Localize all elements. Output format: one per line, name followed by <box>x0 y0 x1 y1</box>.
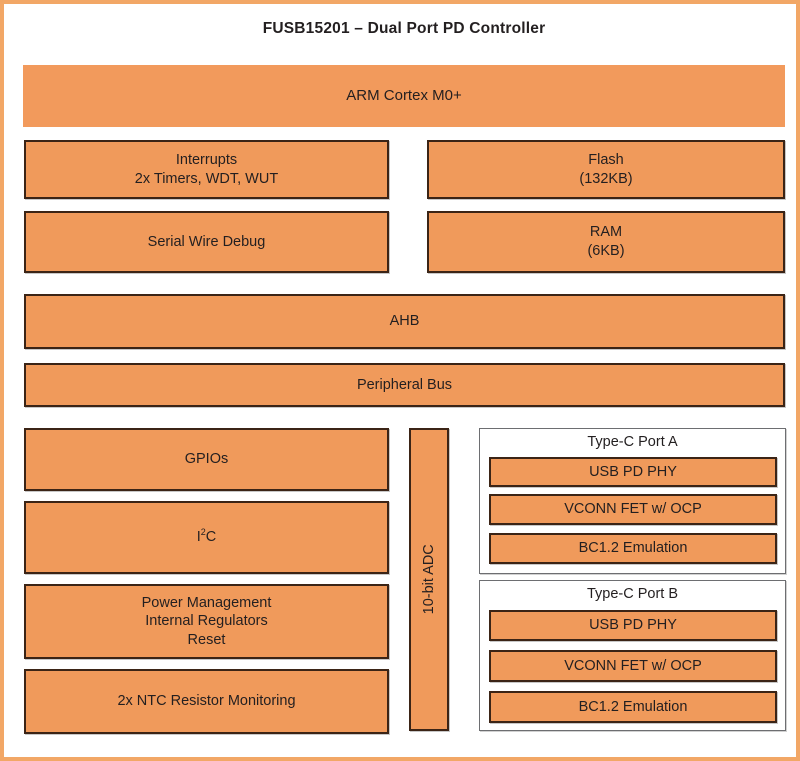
block-port-a-bc12-emulation: BC1.2 Emulation <box>489 533 777 564</box>
group-type-c-port-b: Type-C Port B USB PD PHY VCONN FET w/ OC… <box>479 580 786 731</box>
group-title: Type-C Port B <box>586 586 679 602</box>
block-label: 10-bit ADC <box>420 544 437 615</box>
block-label: Serial Wire Debug <box>147 233 266 250</box>
block-port-a-usb-pd-phy: USB PD PHY <box>489 457 777 487</box>
block-i2c: I2C <box>24 501 389 574</box>
group-title: Type-C Port A <box>587 434 678 450</box>
block-power-management: Power Management Internal Regulators Res… <box>24 584 389 659</box>
block-label: USB PD PHY <box>589 617 677 634</box>
block-label: 2x NTC Resistor Monitoring <box>117 693 296 710</box>
block-label: I2C <box>196 527 217 546</box>
diagram-title: FUSB15201 – Dual Port PD Controller <box>262 20 546 37</box>
block-label: Interrupts 2x Timers, WDT, WUT <box>134 151 279 187</box>
block-ram: RAM (6KB) <box>427 211 785 273</box>
block-ntc-resistor-monitoring: 2x NTC Resistor Monitoring <box>24 669 389 734</box>
block-gpios: GPIOs <box>24 428 389 491</box>
block-serial-wire-debug: Serial Wire Debug <box>24 211 389 273</box>
block-peripheral-bus: Peripheral Bus <box>24 363 785 407</box>
block-label: VCONN FET w/ OCP <box>564 657 702 674</box>
block-label: AHB <box>389 313 420 330</box>
block-label: GPIOs <box>184 451 229 468</box>
block-label: Peripheral Bus <box>356 376 453 393</box>
block-port-b-vconn-fet: VCONN FET w/ OCP <box>489 650 777 682</box>
block-10-bit-adc: 10-bit ADC <box>409 428 449 731</box>
block-label: VCONN FET w/ OCP <box>564 501 702 518</box>
block-ahb-bus: AHB <box>24 294 785 349</box>
block-interrupts: Interrupts 2x Timers, WDT, WUT <box>24 140 389 199</box>
group-type-c-port-a: Type-C Port A USB PD PHY VCONN FET w/ OC… <box>479 428 786 574</box>
block-label: BC1.2 Emulation <box>578 698 688 715</box>
block-label: ARM Cortex M0+ <box>346 87 462 105</box>
block-port-b-bc12-emulation: BC1.2 Emulation <box>489 691 777 723</box>
block-port-b-usb-pd-phy: USB PD PHY <box>489 610 777 641</box>
block-label: BC1.2 Emulation <box>578 540 688 557</box>
block-port-a-vconn-fet: VCONN FET w/ OCP <box>489 494 777 525</box>
block-flash: Flash (132KB) <box>427 140 785 199</box>
block-label: Flash (132KB) <box>579 151 633 187</box>
block-label: RAM (6KB) <box>587 224 625 259</box>
block-label: USB PD PHY <box>589 463 677 480</box>
block-arm-cortex-m0: ARM Cortex M0+ <box>23 65 785 127</box>
block-label: Power Management Internal Regulators Res… <box>141 594 272 648</box>
